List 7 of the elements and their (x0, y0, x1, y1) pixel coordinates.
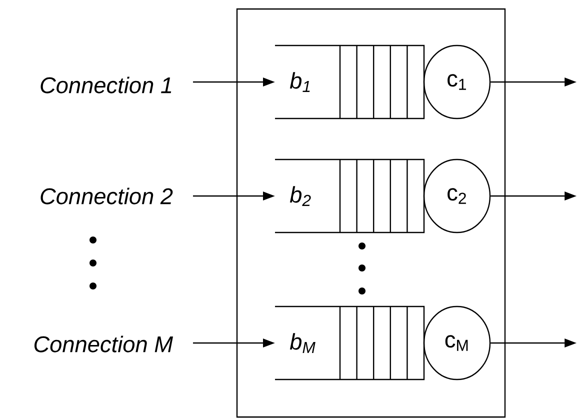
buffer-queue: b$_{1}$ (275, 44, 425, 120)
system-box (236, 8, 506, 418)
connection-label: Connection M (34, 336, 174, 352)
connection-label: Connection 1 (40, 76, 172, 94)
buffer-queue: b$_{M}$ (275, 306, 425, 380)
buffer-queue: b$_{2}$ (275, 158, 425, 234)
connection-label: Connection 2 (40, 188, 173, 204)
